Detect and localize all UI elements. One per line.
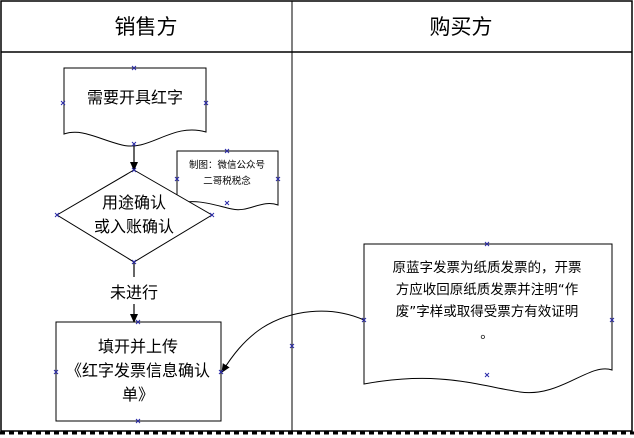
- document-need-red[interactable]: 需要开具红字: [63, 67, 207, 147]
- decision-line2: 或入账确认: [94, 217, 174, 236]
- buyer-note-line3: 废”字样或取得受票方有效证明: [396, 303, 579, 320]
- process-fill-upload[interactable]: 填开并上传 《红字发票信息确认 单》: [55, 321, 222, 422]
- selection-handles: [53, 65, 615, 424]
- buyer-note-line4: 。: [480, 326, 494, 342]
- document-buyer-note[interactable]: 原蓝字发票为纸质发票的，开票 方应收回原纸质发票并注明“作 废”字样或取得受票方…: [363, 243, 613, 394]
- branch-label-not-done: 未进行: [110, 283, 158, 302]
- watermark-document: 制图：微信公众号 二哥税税念: [176, 150, 279, 211]
- fill-upload-line3: 单》: [122, 385, 154, 404]
- lane-header-buyer: 购买方: [430, 15, 493, 39]
- buyer-note-line2: 方应收回原纸质发票并注明“作: [396, 281, 579, 298]
- watermark-line2: 二哥税税念: [203, 175, 251, 187]
- document-need-red-label: 需要开具红字: [87, 88, 183, 107]
- fill-upload-line1: 填开并上传: [98, 337, 178, 356]
- lane-header-seller: 销售方: [115, 15, 178, 39]
- connector-buyer-to-fill: [221, 310, 365, 373]
- decision-line1: 用途确认: [102, 193, 166, 212]
- buyer-note-line1: 原蓝字发票为纸质发票的，开票: [393, 260, 582, 276]
- watermark-line1: 制图：微信公众号: [189, 159, 265, 171]
- fill-upload-line2: 《红字发票信息确认: [66, 361, 210, 380]
